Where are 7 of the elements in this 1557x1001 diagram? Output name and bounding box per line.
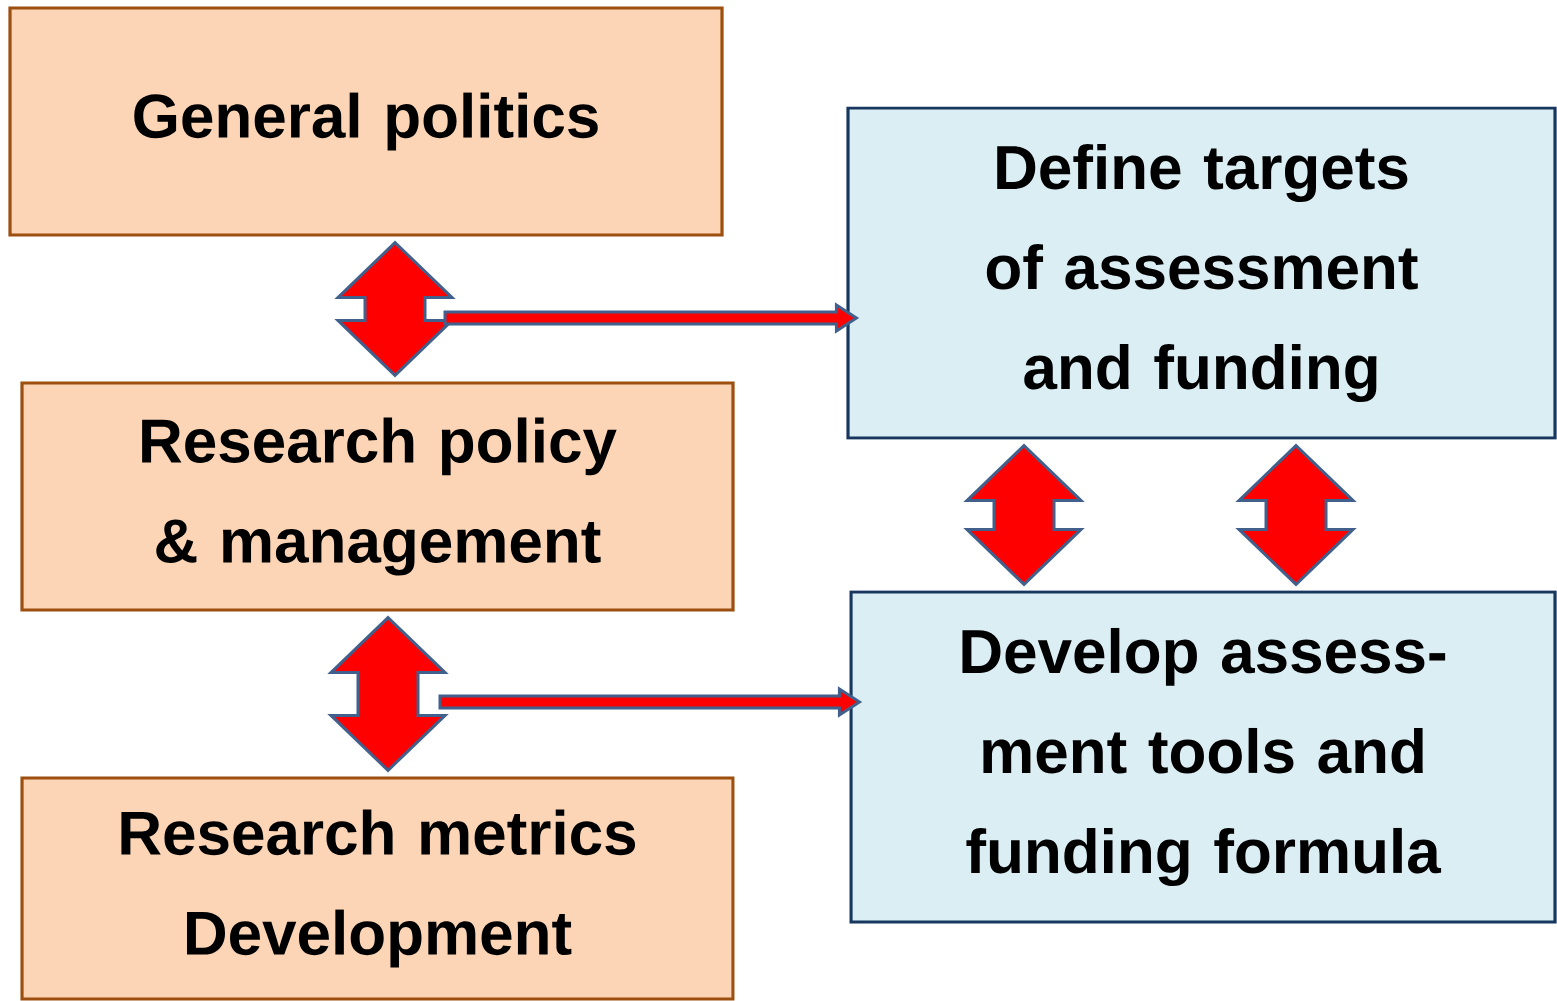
process-box: Research policy & management xyxy=(20,381,735,612)
process-box: General politics xyxy=(8,6,724,237)
process-box: Research metrics Development xyxy=(20,776,735,1001)
arrow xyxy=(438,686,863,718)
arrow xyxy=(443,302,860,334)
process-box: Define targets of assessment and funding xyxy=(846,106,1557,440)
process-box: Develop assess- ment tools and funding formula xyxy=(849,590,1557,924)
